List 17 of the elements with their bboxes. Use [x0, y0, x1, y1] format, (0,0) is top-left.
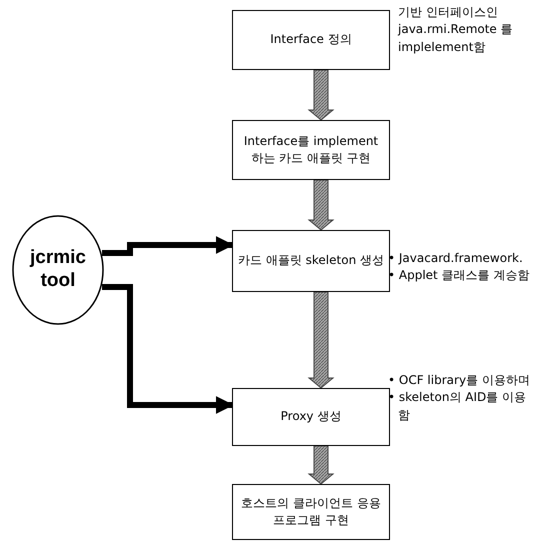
- tool-label: jcrmic tool: [28, 247, 87, 293]
- process-box: 카드 애플릿 skeleton 생성: [232, 230, 390, 292]
- note-text: • skeleton의 AID를 이용 함: [388, 389, 528, 424]
- note-text: 기반 인터페이스인 java.rmi.Remote 를 implelement함: [398, 4, 514, 56]
- process-box: Interface를 implement 하는 카드 애플릿 구현: [232, 120, 390, 180]
- block-arrow: [308, 446, 334, 485]
- note-text: • Javacard.framework.: [388, 250, 524, 267]
- process-box: 호스트의 클라이언트 응용 프로그램 구현: [232, 484, 390, 540]
- block-arrow: [308, 292, 334, 389]
- note-text: • Applet 클래스를 계승함: [388, 267, 530, 284]
- block-arrow: [308, 180, 334, 231]
- arrow: [102, 284, 234, 414]
- note-text: • OCF library를 이용하며: [388, 372, 531, 389]
- process-box: Interface 정의: [232, 10, 390, 70]
- process-box: Proxy 생성: [232, 388, 390, 446]
- arrow: [102, 236, 234, 256]
- block-arrow: [308, 70, 334, 121]
